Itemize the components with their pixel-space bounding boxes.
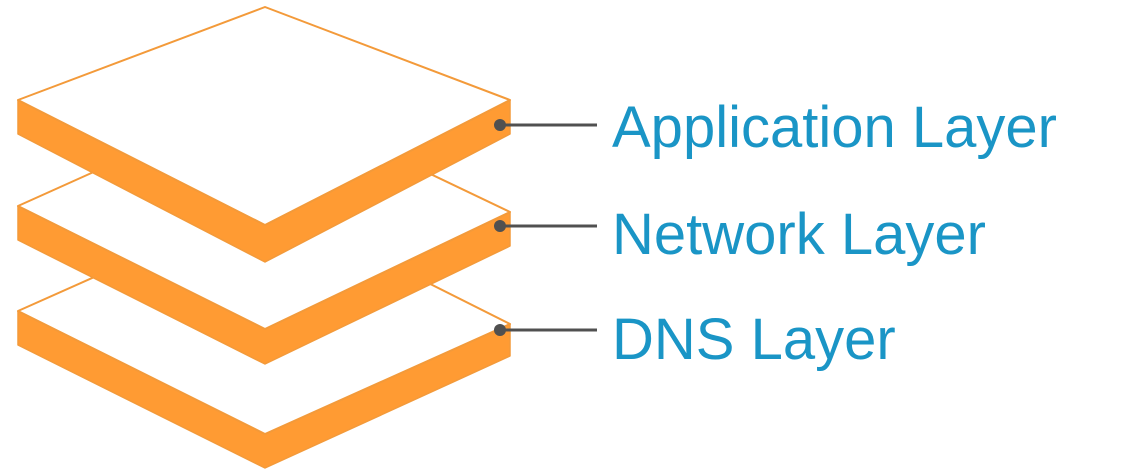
connector-network-dot — [494, 220, 506, 232]
connector-dns-dot — [494, 324, 506, 336]
slab-application-layer — [17, 6, 511, 263]
connector-network — [494, 220, 597, 232]
connector-application-dot — [494, 119, 506, 131]
label-network-layer: Network Layer — [612, 202, 986, 267]
connector-application — [494, 119, 597, 131]
label-application-layer: Application Layer — [612, 95, 1057, 160]
slab-application-top — [17, 6, 511, 226]
connector-dns — [494, 324, 597, 336]
label-dns-layer: DNS Layer — [612, 307, 896, 372]
